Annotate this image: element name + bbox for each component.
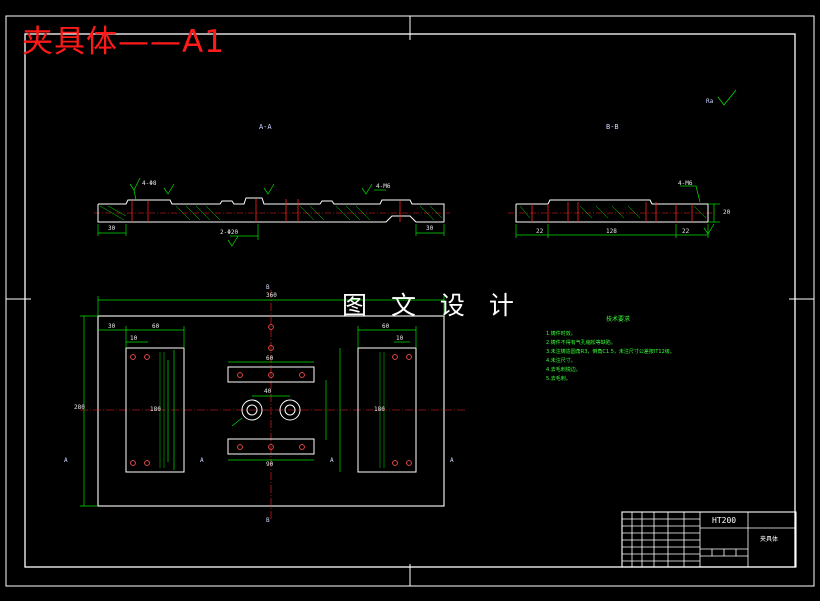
section-aa-label: A-A: [259, 123, 272, 131]
plan-dim-30: 30: [108, 323, 116, 330]
note-item: 5.去毛刺。: [546, 376, 571, 382]
plan-label-b-bottom: B: [266, 517, 270, 524]
roughness-symbol: [717, 89, 737, 106]
plan-dim-180b: 180: [374, 406, 385, 413]
plan-dim-40: 40: [264, 388, 272, 395]
section-bb-label: B-B: [606, 123, 619, 131]
watermark-text: 图 文 设 计: [342, 291, 522, 320]
section-aa-view: [94, 177, 450, 247]
plan-label-a-left: A: [64, 457, 68, 464]
title-block-material: HT200: [712, 516, 737, 525]
bb-dim-right: 22: [682, 228, 690, 235]
plan-label-a-mid-left: A: [200, 457, 204, 464]
roughness-label: Ra: [706, 98, 714, 105]
title-block-part-name: 夹具体: [760, 536, 779, 543]
bb-dim-height: 20: [723, 209, 731, 216]
plan-dim-60c: 60: [266, 355, 274, 362]
plan-label-b-top: B: [266, 284, 270, 291]
plan-dim-10a: 10: [130, 335, 138, 342]
plan-dim-height: 280: [74, 404, 85, 411]
drawing-title: 夹具体——A1: [22, 24, 225, 60]
plan-view: [80, 290, 466, 520]
aa-dim-thread2: 4-M6: [376, 183, 391, 190]
drawing-frame: [5, 15, 815, 587]
plan-label-a-right: A: [450, 457, 454, 464]
plan-dim-180a: 180: [150, 406, 161, 413]
note-item: 4.去毛刺锐边。: [546, 367, 581, 373]
title-block: [621, 511, 797, 568]
plan-label-a-mid-right: A: [330, 457, 334, 464]
note-item: 4.未注尺寸。: [546, 358, 576, 364]
section-bb-view: [508, 185, 720, 238]
plan-dim-60a: 60: [152, 323, 160, 330]
bb-dim-left: 22: [536, 228, 544, 235]
plan-dim-10b: 10: [396, 335, 404, 342]
note-item: 2.铸件不得有气孔缩松等缺陷。: [546, 340, 616, 346]
note-item: 3.未注铸造圆角R3，倒角C1.5，未注尺寸公差按IT12级。: [546, 349, 675, 355]
aa-dim-left: 30: [108, 225, 116, 232]
plan-dim-width: 360: [266, 292, 277, 299]
aa-dim-hole: 2-Φ20: [220, 229, 239, 236]
aa-dim-thread1: 4-Φ8: [142, 180, 157, 187]
bb-dim-mid: 128: [606, 228, 617, 235]
notes-heading: 技术要求: [606, 316, 631, 323]
plan-dim-60b: 60: [382, 323, 390, 330]
aa-dim-right: 30: [426, 225, 434, 232]
bb-dim-thread: 4-M6: [678, 180, 693, 187]
plan-dim-90: 90: [266, 461, 274, 468]
note-item: 1.铸件时效。: [546, 331, 576, 337]
